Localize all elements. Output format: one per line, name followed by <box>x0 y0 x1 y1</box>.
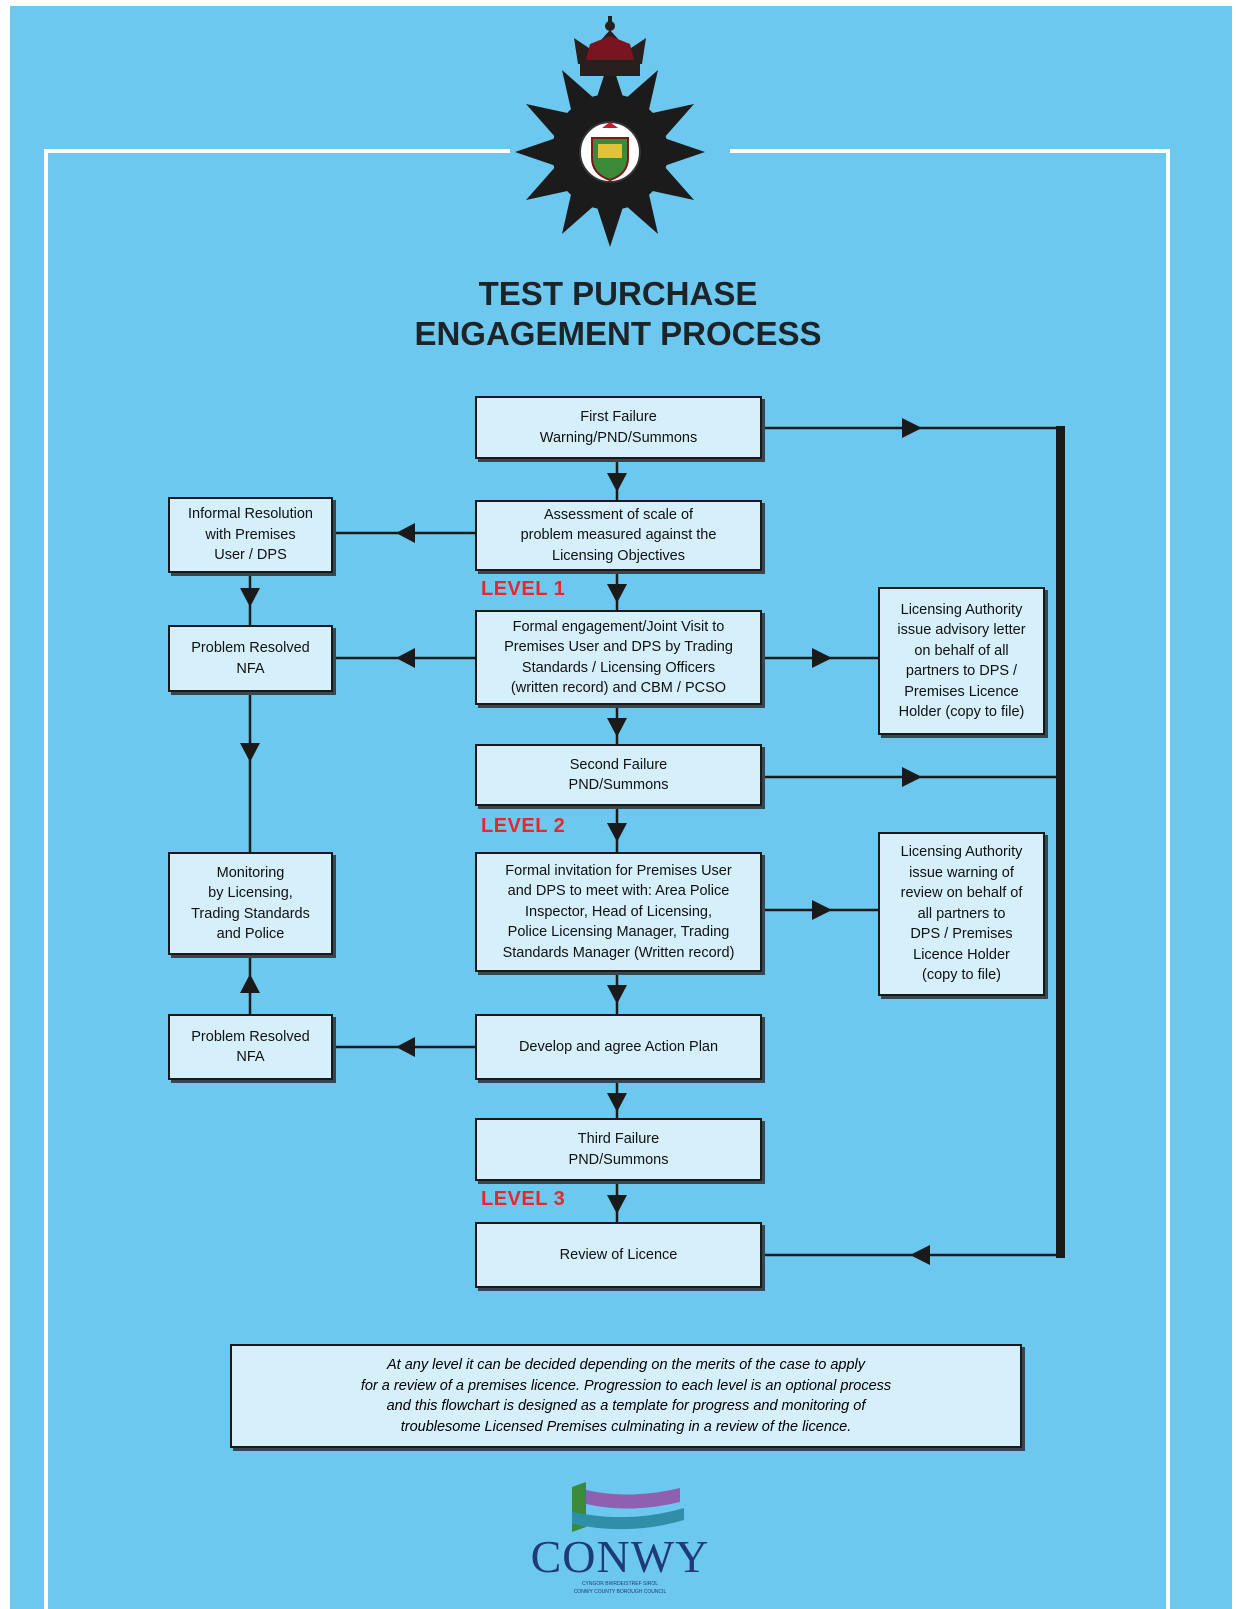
formal-engagement-box: Formal engagement/Joint Visit to Premise… <box>475 610 762 705</box>
review-of-licence-box: Review of Licence <box>475 1222 762 1288</box>
title-line-2: ENGAGEMENT PROCESS <box>414 315 822 352</box>
review-warning-box: Licensing Authority issue warning of rev… <box>878 832 1045 996</box>
level-2-label: LEVEL 2 <box>481 815 566 837</box>
footnote-text: At any level it can be decided depending… <box>360 1357 892 1435</box>
level-3-label: LEVEL 3 <box>481 1188 566 1210</box>
poster-background <box>10 6 1232 1609</box>
white-frame <box>44 149 1170 1609</box>
right-feedback-bar <box>1056 426 1065 1258</box>
formal-invitation-box: Formal invitation for Premises User and … <box>475 852 762 972</box>
title-line-1: TEST PURCHASE <box>478 275 758 312</box>
arrowheads <box>240 418 930 1265</box>
conwy-logo-icon <box>572 1482 684 1532</box>
advisory-letter-box: Licensing Authority issue advisory lette… <box>878 587 1045 735</box>
action-plan-box: Develop and agree Action Plan <box>475 1014 762 1080</box>
conwy-logo-subtitle-welsh: CYNGOR BWRDEISTREF SIROL <box>581 1581 659 1587</box>
monitoring-box: Monitoring by Licensing, Trading Standar… <box>168 852 333 955</box>
conwy-logo-subtitle-english: CONWY COUNTY BOROUGH COUNCIL <box>573 1589 667 1595</box>
police-star-badge-icon <box>515 16 705 247</box>
problem-resolved-box-2: Problem Resolved NFA <box>168 1014 333 1080</box>
first-failure-box: First Failure Warning/PND/Summons <box>475 396 762 459</box>
second-failure-box: Second Failure PND/Summons <box>475 744 762 806</box>
level-1-label: LEVEL 1 <box>481 578 566 600</box>
informal-resolution-box: Informal Resolution with Premises User /… <box>168 497 333 573</box>
third-failure-box: Third Failure PND/Summons <box>475 1118 762 1181</box>
problem-resolved-box-1: Problem Resolved NFA <box>168 625 333 692</box>
footnote-box: At any level it can be decided depending… <box>230 1344 1022 1448</box>
conwy-logo-text: CONWY <box>530 1531 710 1582</box>
assessment-box: Assessment of scale of problem measured … <box>475 500 762 571</box>
